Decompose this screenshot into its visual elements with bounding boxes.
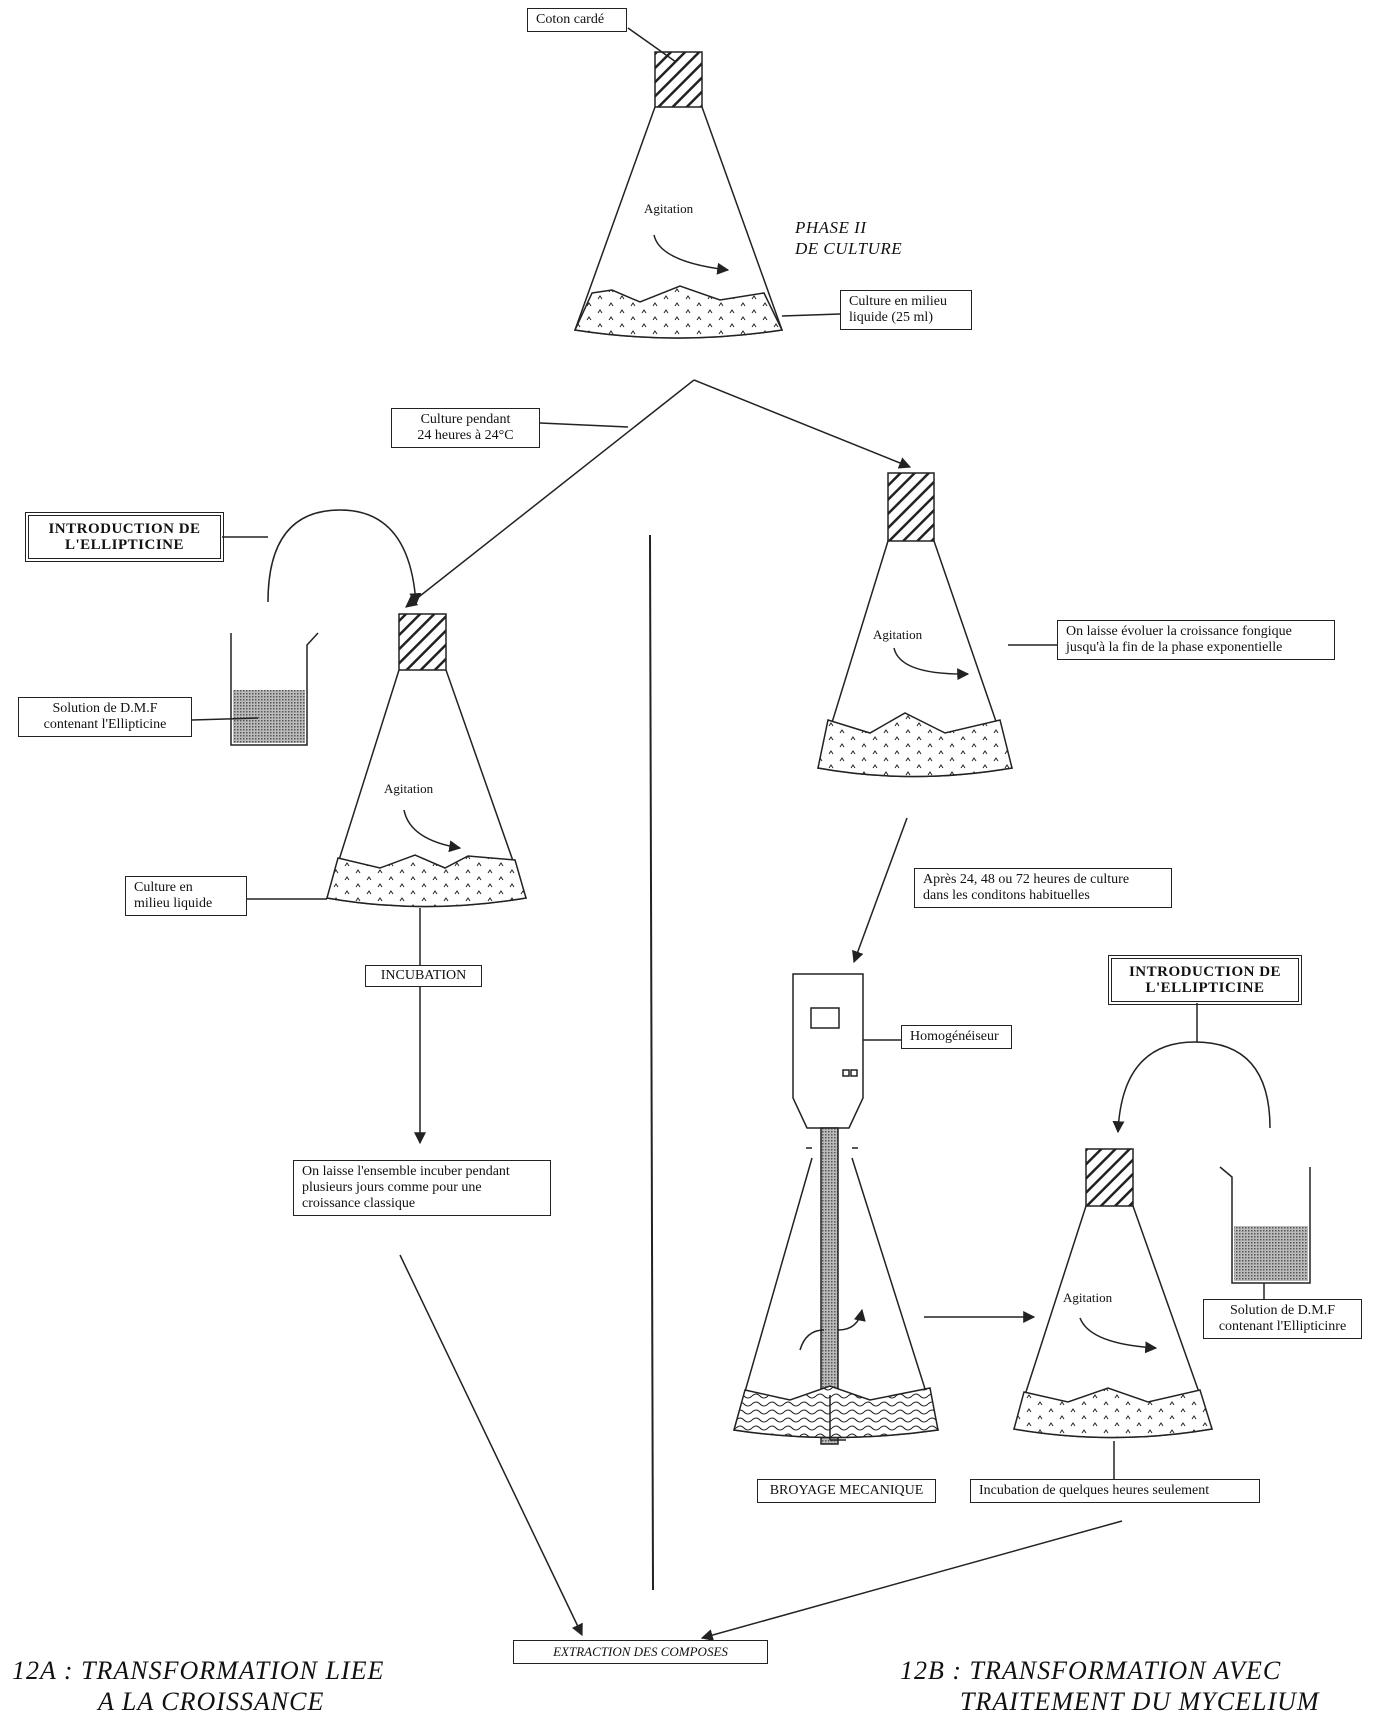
line: contenant l'Ellipticinre	[1218, 1319, 1347, 1334]
label-culture-25ml: Culture en milieu liquide (25 ml)	[840, 290, 972, 330]
line: contenant l'Ellipticine	[43, 717, 167, 732]
line: Culture en milieu	[849, 294, 947, 309]
label-introduction-ellipticine-b: INTRODUCTION DE L'ELLIPTICINE	[1108, 955, 1302, 1005]
caption-12a: 12A : TRANSFORMATION LIEE A LA CROISSANC…	[12, 1655, 384, 1717]
label-culture-24h: Culture pendant 24 heures à 24°C	[391, 408, 540, 448]
caption-12b-line-2: TRAITEMENT DU MYCELIUM	[960, 1687, 1320, 1716]
line: jusqu'à la fin de la phase exponentielle	[1066, 640, 1283, 655]
phase-line-1: PHASE II	[795, 218, 867, 237]
agitation-label-top: Agitation	[644, 201, 694, 216]
flask-right-upper	[817, 472, 1013, 778]
label-laisse-evoluer: On laisse évoluer la croissance fongique…	[1057, 620, 1335, 660]
label-broyage-mecanique: BROYAGE MECANIQUE	[757, 1479, 936, 1503]
line: milieu liquide	[134, 896, 213, 911]
beaker-left	[230, 632, 319, 746]
label-incuber-plusieurs-jours: On laisse l'ensemble incuber pendant plu…	[293, 1160, 551, 1216]
line: L'ELLIPTICINE	[64, 537, 185, 553]
line: INTRODUCTION DE	[1128, 964, 1282, 980]
line: Après 24, 48 ou 72 heures de culture	[923, 872, 1130, 887]
label-solution-dmf-b: Solution de D.M.F contenant l'Ellipticin…	[1203, 1299, 1362, 1339]
line: plusieurs jours comme pour une	[302, 1180, 482, 1195]
caption-12a-line-2: A LA CROISSANCE	[98, 1687, 325, 1716]
line: croissance classique	[302, 1196, 416, 1211]
agitation-label-right-lower: Agitation	[1063, 1290, 1113, 1305]
line: dans les conditons habituelles	[923, 888, 1090, 903]
flask-left	[326, 613, 528, 908]
line: INTRODUCTION DE	[48, 521, 201, 537]
label-coton-carde: Coton cardé	[527, 8, 627, 32]
line: Solution de D.M.F	[52, 701, 158, 716]
caption-12a-line-1: 12A : TRANSFORMATION LIEE	[12, 1656, 385, 1685]
caption-12b: 12B : TRANSFORMATION AVEC TRAITEMENT DU …	[900, 1655, 1320, 1717]
flask-right-lower	[1013, 1148, 1214, 1439]
label-extraction-composes: EXTRACTION DES COMPOSES	[513, 1640, 768, 1664]
line: 24 heures à 24°C	[417, 428, 514, 443]
caption-12b-line-1: 12B : TRANSFORMATION AVEC	[900, 1656, 1282, 1685]
line: Culture pendant	[420, 412, 511, 427]
phase-line-2: DE CULTURE	[795, 239, 903, 258]
label-homogeneiseur: Homogénéiseur	[901, 1025, 1012, 1049]
line: Solution de D.M.F	[1229, 1303, 1335, 1318]
line: liquide (25 ml)	[849, 310, 933, 325]
line: On laisse l'ensemble incuber pendant	[302, 1164, 510, 1179]
line: Culture en	[134, 880, 193, 895]
phase-label: PHASE II DE CULTURE	[795, 217, 902, 259]
label-apres-culture: Après 24, 48 ou 72 heures de culture dan…	[914, 868, 1172, 908]
label-solution-dmf-a: Solution de D.M.F contenant l'Ellipticin…	[18, 697, 192, 737]
label-introduction-ellipticine-a: INTRODUCTION DE L'ELLIPTICINE	[25, 512, 224, 562]
flask-top	[573, 51, 784, 339]
agitation-label-left: Agitation	[384, 781, 434, 796]
agitation-label-right-upper: Agitation	[873, 627, 923, 642]
beaker-right	[1219, 1166, 1311, 1284]
line: On laisse évoluer la croissance fongique	[1066, 624, 1292, 639]
label-culture-milieu-liquide: Culture en milieu liquide	[125, 876, 247, 916]
label-incubation-heures: Incubation de quelques heures seulement	[970, 1479, 1260, 1503]
label-incubation: INCUBATION	[365, 965, 482, 987]
homogenizer	[733, 973, 939, 1445]
line: L'ELLIPTICINE	[1145, 980, 1265, 996]
